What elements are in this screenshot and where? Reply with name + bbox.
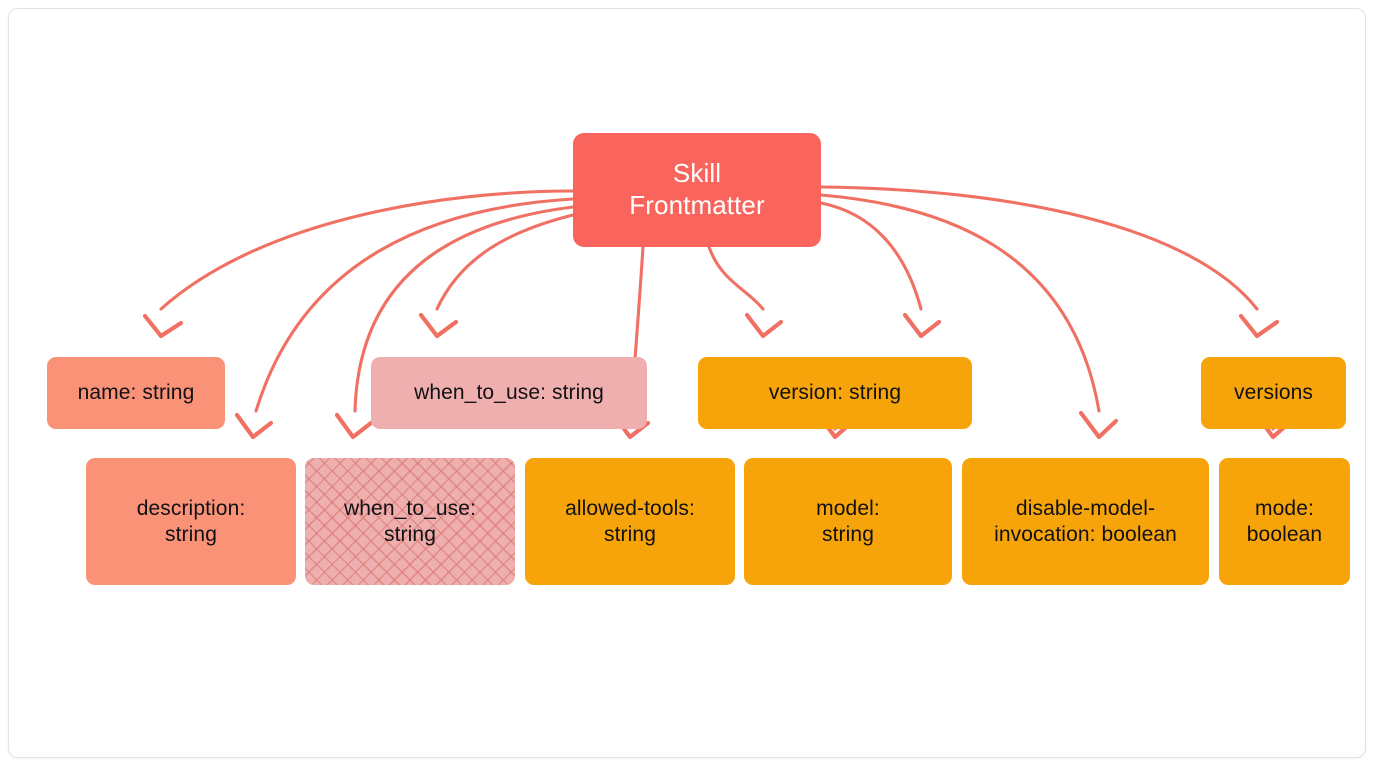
arrowhead-versions bbox=[1238, 313, 1280, 339]
node-disable-model-invocation[interactable]: disable-model- invocation: boolean bbox=[962, 458, 1209, 585]
node-mode[interactable]: mode: boolean bbox=[1219, 458, 1350, 585]
arrowhead-version bbox=[902, 312, 942, 339]
arrowhead-model bbox=[744, 312, 784, 339]
node-when-to-use-duplicate[interactable]: when_to_use: string bbox=[305, 458, 515, 585]
node-when-to-use[interactable]: when_to_use: string bbox=[371, 357, 647, 429]
node-version[interactable]: version: string bbox=[698, 357, 972, 429]
node-versions[interactable]: versions bbox=[1201, 357, 1346, 429]
arrowhead-description bbox=[234, 412, 274, 440]
skill-frontmatter-diagram: Skill Frontmatter name: string when_to_u… bbox=[9, 9, 1365, 757]
edge-root-to-when-to-use bbox=[435, 213, 575, 311]
edge-root-to-name bbox=[159, 189, 575, 311]
diagram-canvas-frame: Skill Frontmatter name: string when_to_u… bbox=[8, 8, 1366, 758]
node-name[interactable]: name: string bbox=[47, 357, 225, 429]
arrowhead-when-to-use bbox=[418, 312, 459, 339]
edge-root-to-version bbox=[819, 201, 923, 311]
node-allowed-tools[interactable]: allowed-tools: string bbox=[525, 458, 735, 585]
arrowhead-name bbox=[142, 313, 184, 339]
arrowhead-disable-model-invocation bbox=[1078, 410, 1119, 440]
node-model[interactable]: model: string bbox=[744, 458, 952, 585]
edge-root-to-versions bbox=[819, 185, 1259, 311]
arrowhead-when-to-use-duplicate bbox=[334, 412, 374, 440]
edge-root-to-model bbox=[707, 245, 765, 311]
node-skill-frontmatter[interactable]: Skill Frontmatter bbox=[573, 133, 821, 247]
node-description[interactable]: description: string bbox=[86, 458, 296, 585]
